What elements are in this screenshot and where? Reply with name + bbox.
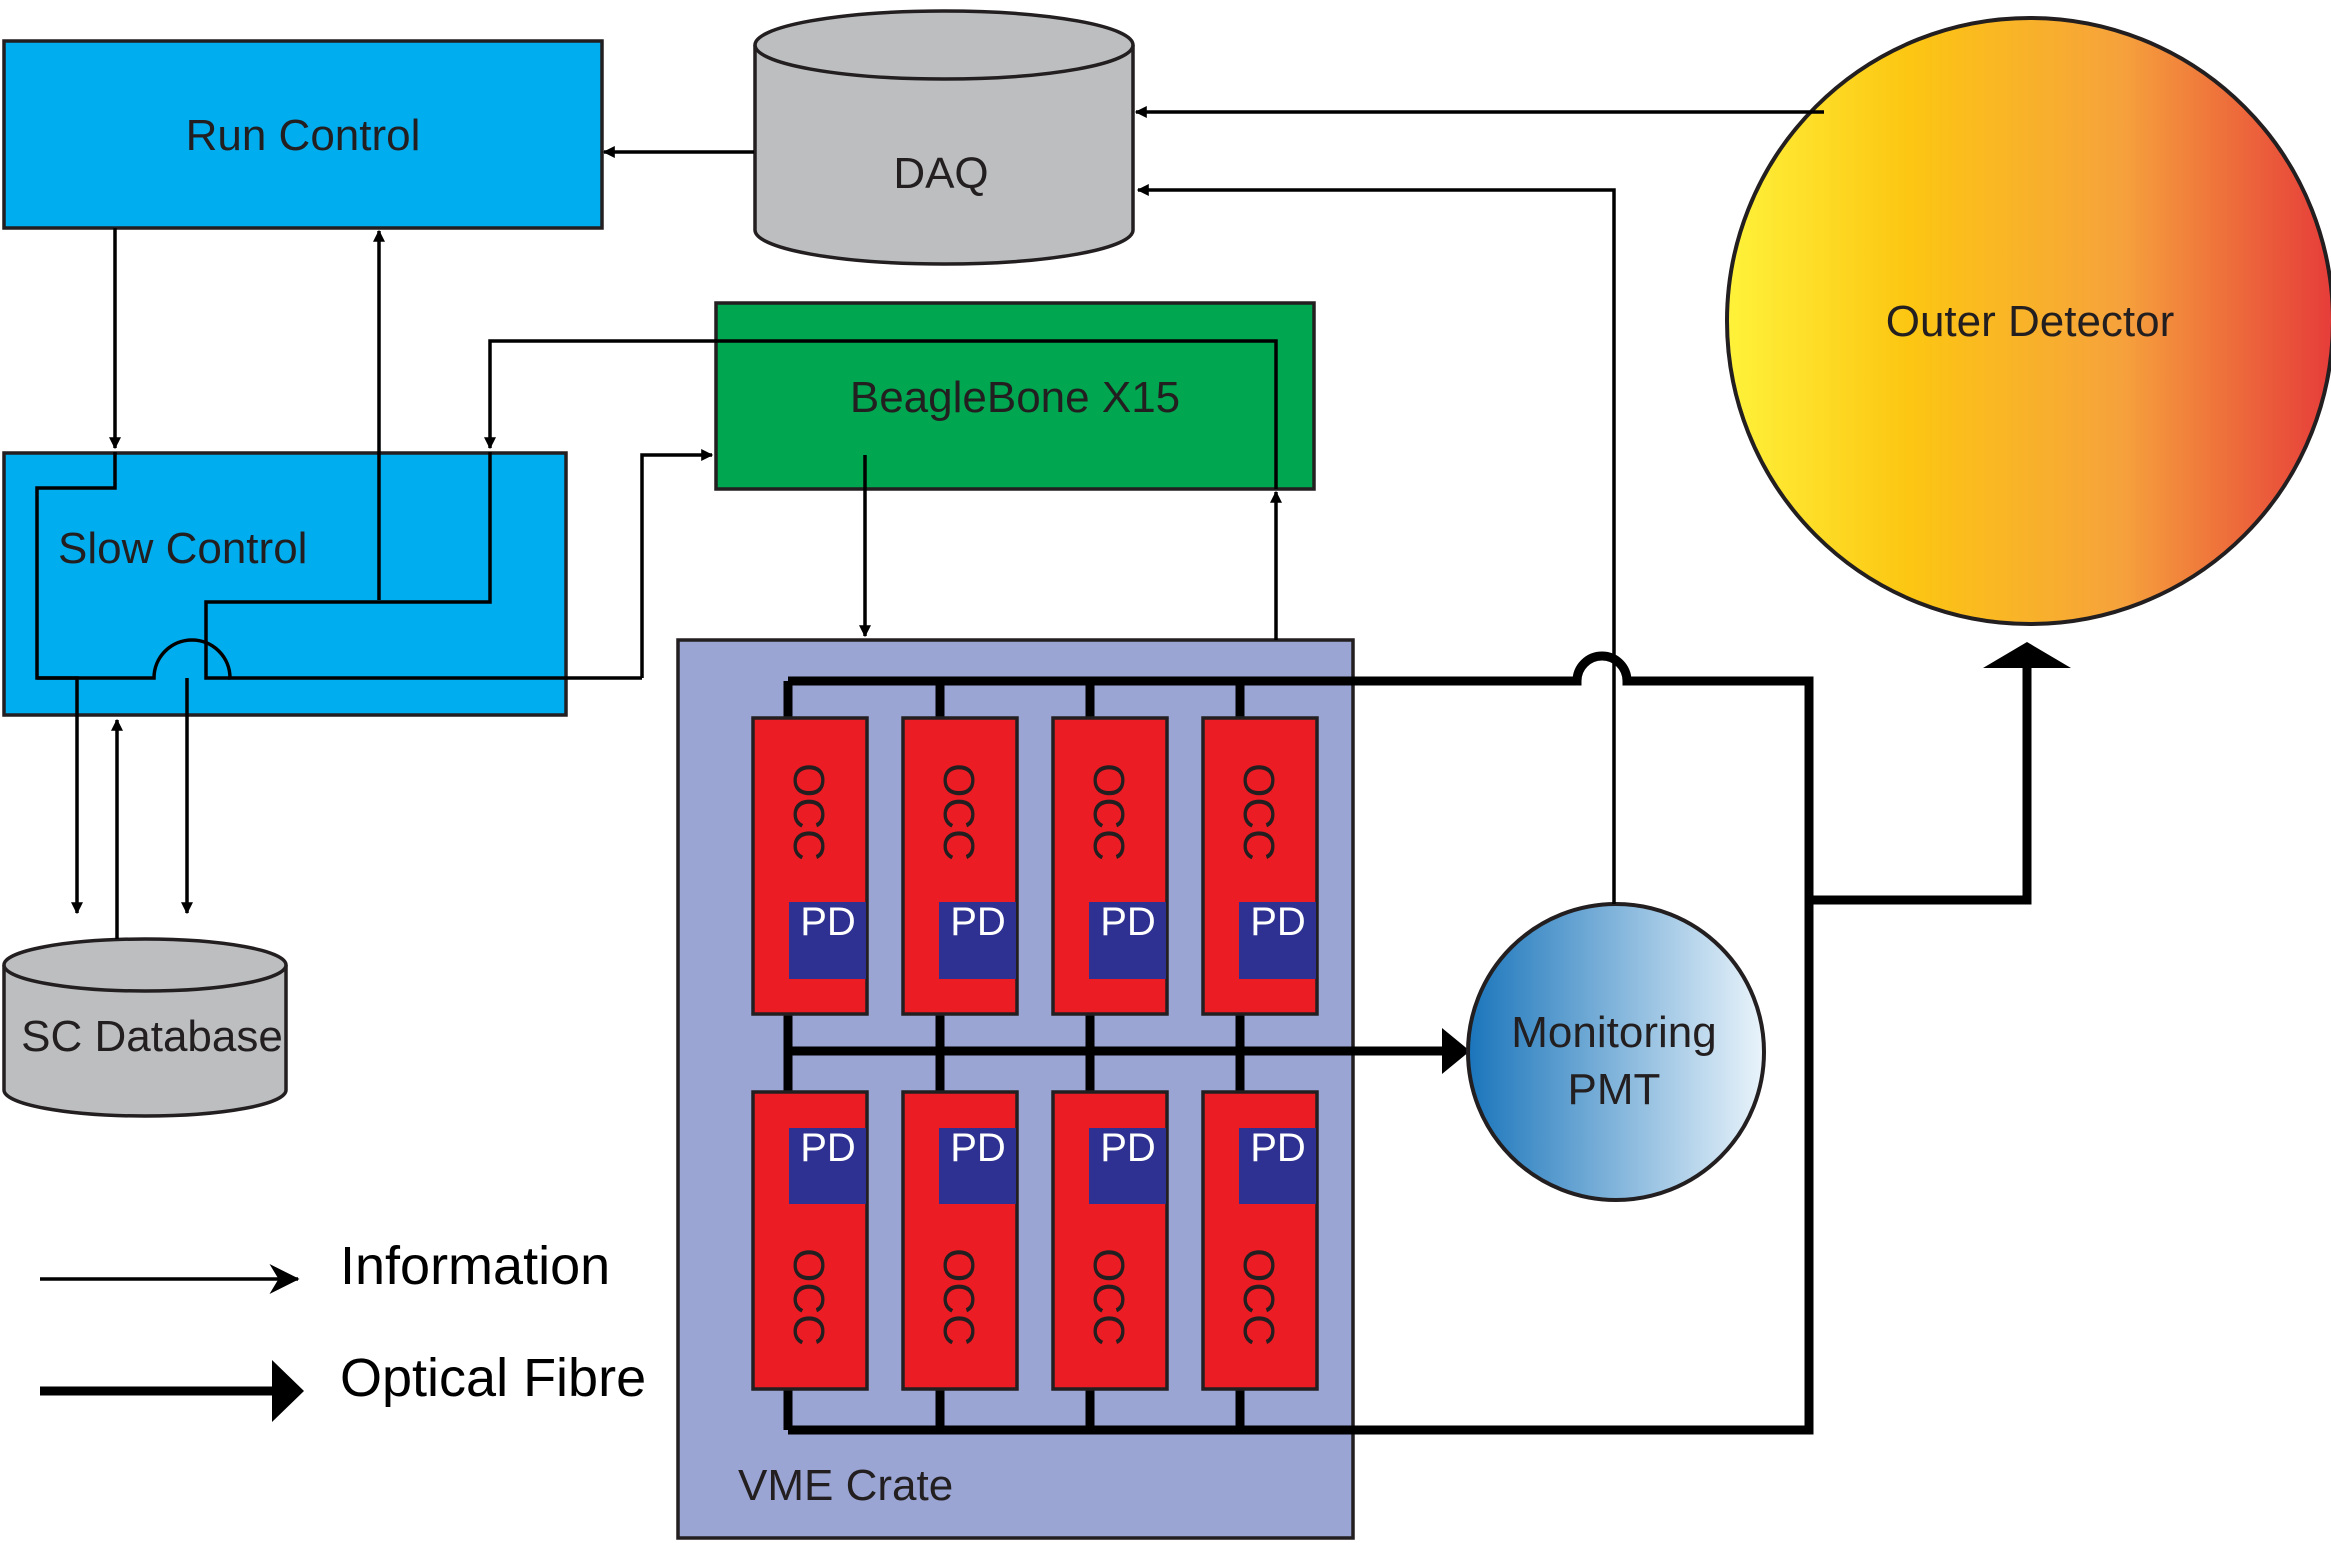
- pd-box: [1239, 1128, 1316, 1204]
- occ-label: OCC: [934, 763, 983, 861]
- occ-card-top-2: OCC PD: [901, 716, 1019, 1016]
- beaglebone-box: [714, 301, 1316, 491]
- slow-control-box: [2, 451, 568, 717]
- monitoring-pmt-label-line1: Monitoring: [1511, 1008, 1716, 1057]
- fibre-outer-loop: [788, 651, 1814, 1435]
- legend-information: Information: [40, 1236, 610, 1296]
- pd-label: PD: [1250, 1126, 1306, 1170]
- legend-optical-fibre-label: Optical Fibre: [340, 1348, 646, 1408]
- occ-card-top-3: OCC PD: [1051, 716, 1169, 1016]
- occ-card-bottom-2: OCC PD: [901, 1090, 1019, 1391]
- pd-box: [789, 1128, 866, 1204]
- outer-detector-node: Outer Detector: [1725, 16, 2331, 626]
- run-control-label: Run Control: [186, 111, 421, 160]
- pd-label: PD: [800, 900, 856, 944]
- occ-label: OCC: [1234, 763, 1283, 861]
- pd-label: PD: [950, 900, 1006, 944]
- pd-label: PD: [1100, 900, 1156, 944]
- occ-card-top-1: OCC PD: [751, 716, 869, 1016]
- occ-label: OCC: [1234, 1248, 1283, 1346]
- info-slow-control-bottom-hop: [37, 638, 642, 680]
- sc-database-cylinder-body: [2, 965, 288, 1118]
- pd-box: [939, 902, 1016, 979]
- info-slow-control-to-beaglebone: [640, 449, 714, 678]
- slow-control-node: Slow Control: [2, 451, 568, 717]
- sc-database-node: SC Database: [2, 937, 288, 1118]
- pd-label: PD: [1100, 1126, 1156, 1170]
- pd-box: [1089, 1128, 1166, 1204]
- information-connections: [35, 106, 1824, 939]
- pd-box: [1089, 902, 1166, 979]
- fibre-to-outer-detector: [1809, 665, 2032, 905]
- sc-database-cylinder-top: [2, 937, 288, 993]
- occ-label: OCC: [784, 763, 833, 861]
- run-control-box: [2, 39, 604, 230]
- outer-detector-circle: [1725, 16, 2331, 626]
- daq-cylinder-body: [753, 45, 1135, 266]
- legend-optical-fibre: Optical Fibre: [40, 1348, 646, 1422]
- legend-information-label: Information: [340, 1236, 610, 1296]
- vme-crate-label: VME Crate: [738, 1461, 953, 1510]
- monitoring-pmt-circle: [1466, 902, 1766, 1202]
- daq-cylinder-top: [753, 9, 1135, 81]
- slow-control-label: Slow Control: [58, 524, 307, 573]
- occ-label: OCC: [784, 1248, 833, 1346]
- info-vme-to-slow-control: [484, 339, 1278, 489]
- run-control-node: Run Control: [2, 39, 604, 230]
- pd-box: [939, 1128, 1016, 1204]
- info-slow-control-to-sc-database-a: [35, 452, 117, 915]
- pd-label: PD: [1250, 900, 1306, 944]
- occ-cards-bottom-row: OCC PD OCC PD OCC PD OCC PD: [751, 1090, 1319, 1391]
- occ-card-bottom-4: OCC PD: [1201, 1090, 1319, 1391]
- beaglebone-label: BeagleBone X15: [850, 373, 1180, 422]
- pd-box: [1239, 902, 1316, 979]
- info-pmt-to-daq: [1136, 184, 1616, 904]
- fibre-arrowhead-od: [1983, 642, 2071, 668]
- daq-label: DAQ: [893, 149, 988, 198]
- occ-label: OCC: [934, 1248, 983, 1346]
- occ-card-bottom-1: OCC PD: [751, 1090, 869, 1391]
- occ-card-top-4: OCC PD: [1201, 716, 1319, 1016]
- fibre-arrowhead-pmt: [1442, 1028, 1470, 1074]
- pd-label: PD: [950, 1126, 1006, 1170]
- pd-box: [789, 902, 866, 979]
- pd-label: PD: [800, 1126, 856, 1170]
- outer-detector-label: Outer Detector: [1886, 297, 2175, 346]
- daq-node: DAQ: [753, 9, 1135, 266]
- occ-card-bottom-3: OCC PD: [1051, 1090, 1169, 1391]
- legend-optical-fibre-arrowhead: [272, 1360, 304, 1422]
- info-slow-control-inner: [204, 452, 492, 680]
- legend: Information Optical Fibre: [40, 1236, 646, 1422]
- occ-label: OCC: [1084, 763, 1133, 861]
- monitoring-pmt-node: Monitoring PMT: [1466, 902, 1766, 1202]
- monitoring-pmt-label-line2: PMT: [1568, 1065, 1661, 1114]
- beaglebone-node: BeagleBone X15: [714, 301, 1316, 491]
- sc-database-label: SC Database: [21, 1012, 283, 1061]
- occ-label: OCC: [1084, 1248, 1133, 1346]
- occ-cards-top-row: OCC PD OCC PD OCC PD OCC PD: [751, 716, 1319, 1016]
